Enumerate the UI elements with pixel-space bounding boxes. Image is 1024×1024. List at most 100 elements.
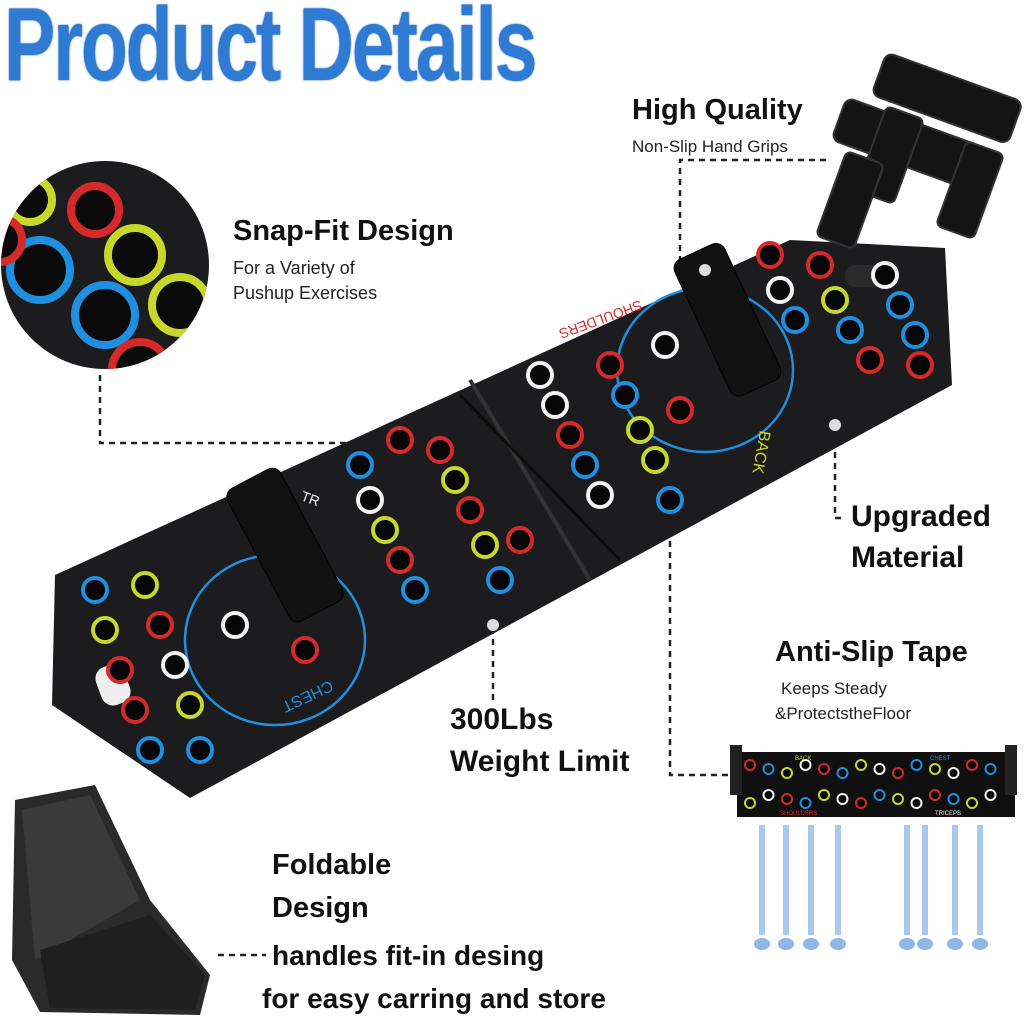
mini-ring: [966, 797, 978, 809]
board-ring: [586, 481, 614, 509]
board-ring: [856, 346, 884, 374]
anti-slip-pad: [754, 938, 770, 950]
anti-slip-pad: [947, 938, 963, 950]
mini-ring: [929, 763, 941, 775]
board-ring: [131, 571, 159, 599]
mini-ring: [762, 789, 775, 801]
mini-ring: [781, 767, 793, 779]
anti-slip-heading: Anti-Slip Tape: [775, 636, 968, 668]
mini-ring: [744, 759, 756, 771]
mini-chest-label: CHEST: [930, 756, 951, 762]
anti-slip-sub-2: &ProtectstheFloor: [775, 704, 912, 723]
board-ring: [666, 396, 694, 424]
board-ring: [526, 361, 554, 389]
mini-ring: [984, 763, 997, 775]
board-ring: [221, 611, 249, 639]
board-ring: [136, 736, 164, 764]
anti-slip-sub-1: Keeps Steady: [781, 679, 887, 698]
board-ring: [611, 381, 639, 409]
anti-slip-pad: [899, 938, 915, 950]
board-ring: [541, 391, 569, 419]
mini-ring: [799, 797, 812, 809]
board-ring: [821, 286, 849, 314]
anti-slip-pad: [972, 938, 988, 950]
anti-slip-pad: [917, 938, 933, 950]
board-ring: [426, 436, 454, 464]
board-ring: [176, 691, 204, 719]
hand-grips: [816, 53, 1022, 249]
anti-slip-beam: [952, 825, 958, 935]
mini-ring: [762, 763, 775, 775]
board-ring: [356, 486, 384, 514]
board-ring: [781, 306, 809, 334]
callout-lines: [98, 158, 845, 957]
board-ring: [626, 416, 654, 444]
board-ring: [886, 291, 914, 319]
anti-slip-beam: [759, 825, 765, 935]
anti-slip-beam: [835, 825, 841, 935]
mini-triceps-label: TRICEPS: [935, 811, 961, 817]
board-handle: [226, 242, 782, 623]
anti-slip-pad: [830, 938, 846, 950]
mini-ring: [836, 767, 849, 779]
board-ring: [871, 261, 899, 289]
mini-board-anti-slip: BACK CHEST SHOULDERS TRICEPS: [730, 745, 1017, 950]
board-ring: [186, 736, 214, 764]
mini-ring: [910, 759, 923, 771]
mini-ring: [873, 763, 886, 775]
upgraded-line-2: Material: [851, 541, 965, 574]
board-ring: [556, 421, 584, 449]
board-ring: [386, 426, 414, 454]
board-ring: [651, 331, 679, 359]
anti-slip-beam: [808, 825, 814, 935]
anti-slip-beam: [783, 825, 789, 935]
mini-ring: [744, 797, 756, 809]
board-ring: [471, 531, 499, 559]
mini-ring: [947, 767, 960, 779]
board-ring: [506, 526, 534, 554]
anti-slip-beam: [977, 825, 983, 935]
board-ring: [836, 316, 864, 344]
board-ring: [641, 446, 669, 474]
snap-fit-heading: Snap-Fit Design: [233, 215, 454, 247]
board-ring: [106, 656, 134, 684]
anti-slip-pad: [778, 938, 794, 950]
upgraded-line-1: Upgraded: [851, 500, 992, 533]
board-ring: [121, 696, 149, 724]
board-ring: [571, 451, 599, 479]
board-ring: [386, 546, 414, 574]
anti-slip-beam: [922, 825, 928, 935]
board-ring: [146, 611, 174, 639]
mini-shoulders-label: SHOULDERS: [780, 811, 817, 817]
high-quality-sub: Non-Slip Hand Grips: [632, 137, 788, 156]
mini-ring: [818, 789, 830, 801]
board-ring: [346, 451, 374, 479]
board-ring: [456, 496, 484, 524]
foldable-line-3: handles fit-in desing: [272, 940, 545, 971]
anti-slip-pad: [803, 938, 819, 950]
board-ring: [401, 576, 429, 604]
weight-line-1: 300Lbs: [450, 703, 554, 736]
weight-line-2: Weight Limit: [450, 745, 630, 778]
anti-slip-beam: [904, 825, 910, 935]
board-ring: [656, 486, 684, 514]
board-ring: [596, 351, 624, 379]
snap-fit-closeup: [1, 161, 209, 369]
board-ring: [906, 351, 934, 379]
mini-ring: [910, 797, 923, 809]
mini-back-label: BACK: [795, 756, 811, 762]
board-ring: [81, 576, 109, 604]
board-ring: [91, 616, 119, 644]
board-ring: [291, 636, 319, 664]
mini-ring: [929, 789, 941, 801]
mini-ring: [781, 793, 793, 805]
foldable-line-1: Foldable: [272, 849, 392, 881]
page-title: Product Details: [4, 0, 537, 103]
foldable-line-4: for easy carring and store: [262, 983, 606, 1014]
pushup-board: CHEST BACK SHOULDERS TR: [52, 240, 952, 798]
mini-ring: [966, 759, 978, 771]
board-ring: [486, 566, 514, 594]
folded-board: [12, 785, 210, 1015]
